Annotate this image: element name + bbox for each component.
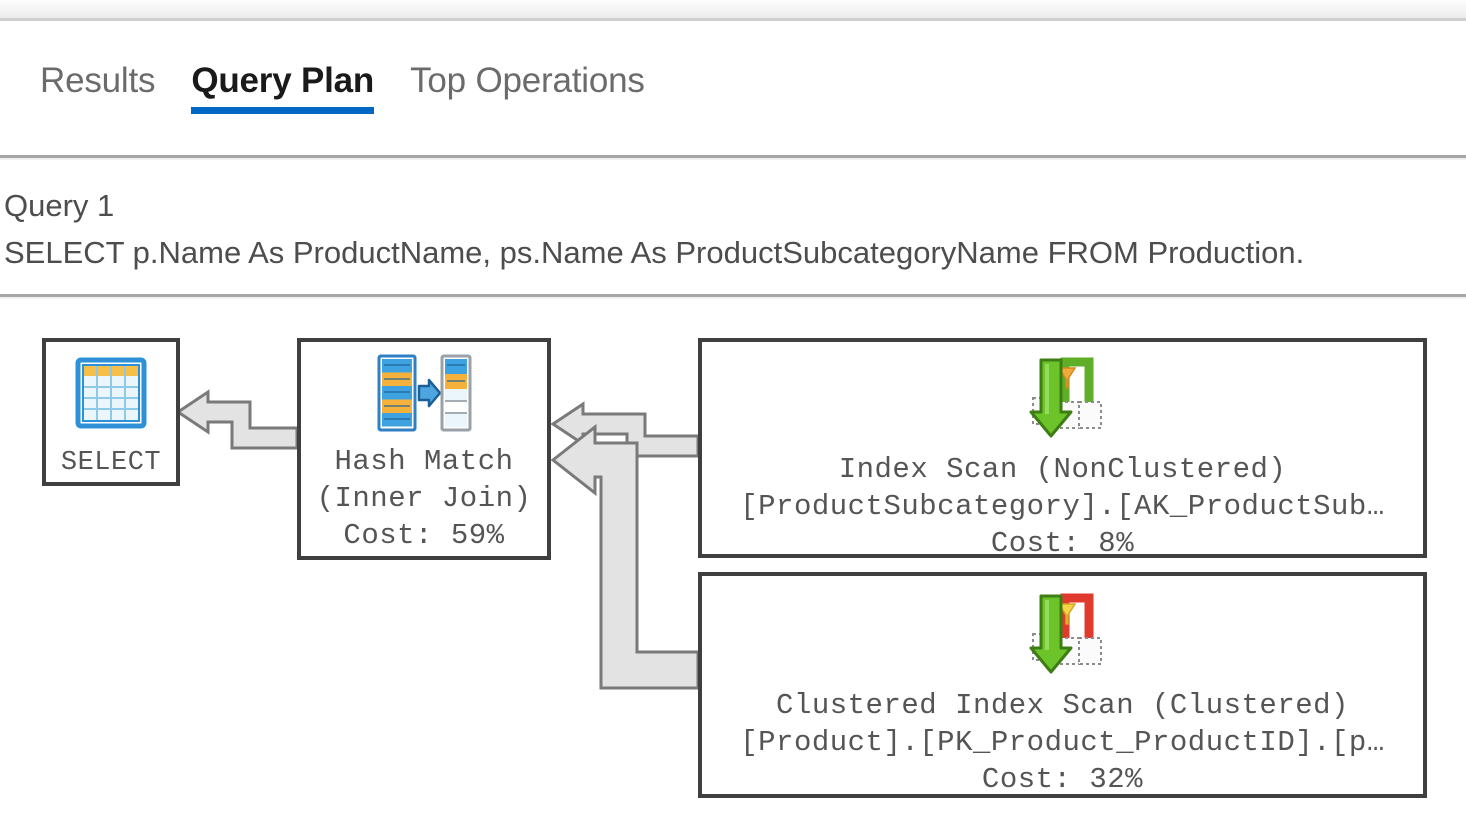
tab-query-plan-label: Query Plan: [191, 60, 375, 100]
clustered-index-scan-icon: [1015, 588, 1111, 683]
plan-node-clustered-index-scan-label: Clustered Index Scan (Clustered) [Produc…: [740, 687, 1385, 798]
plan-node-hash-match[interactable]: Hash Match (Inner Join) Cost: 59%: [297, 338, 551, 560]
plan-node-index-scan[interactable]: Index Scan (NonClustered) [ProductSubcat…: [698, 338, 1427, 560]
query-number-label: Query 1: [4, 188, 115, 223]
tab-top-operations-label: Top Operations: [410, 60, 645, 100]
tab-results-label: Results: [40, 60, 156, 100]
connector-indexscan-to-hashmatch: [550, 401, 700, 458]
tab-query-plan[interactable]: Query Plan: [191, 63, 374, 114]
node-operation-line: Hash Match: [334, 445, 514, 478]
plan-node-hash-match-label: Hash Match (Inner Join) Cost: 59%: [317, 443, 532, 554]
plan-node-select-label: SELECT: [61, 445, 161, 482]
index-scan-nonclustered-icon: [1015, 352, 1111, 447]
node-detail-line: (Inner Join): [316, 482, 532, 515]
tab-active-underline: [191, 106, 375, 114]
hash-match-icon: [374, 352, 474, 439]
node-line: SELECT: [60, 448, 162, 478]
node-cost-line: Cost: 32%: [981, 763, 1144, 796]
query-sql-text: SELECT p.Name As ProductName, ps.Name As…: [4, 235, 1305, 270]
execution-plan-canvas[interactable]: SELECT: [0, 300, 1466, 829]
node-operation-line: Index Scan (NonClustered): [838, 453, 1287, 486]
results-pane-tabs: Results Query Plan Top Operations: [0, 24, 1466, 152]
window-chrome-strip: [0, 0, 1466, 21]
tab-top-operations[interactable]: Top Operations: [410, 63, 645, 114]
tab-results[interactable]: Results: [40, 60, 156, 114]
divider-below-query: [0, 294, 1466, 297]
connector-clusteredscan-to-hashmatch: [550, 423, 700, 690]
node-cost-line: Cost: 8%: [990, 527, 1135, 560]
connector-hashmatch-to-select: [175, 389, 299, 450]
node-detail-line: [ProductSubcategory].[AK_ProductSub…: [740, 490, 1385, 523]
plan-node-index-scan-label: Index Scan (NonClustered) [ProductSubcat…: [740, 451, 1385, 562]
node-detail-line: [Product].[PK_Product_ProductID].[p…: [740, 726, 1385, 759]
node-cost-line: Cost: 59%: [343, 519, 505, 552]
divider-above-query: [0, 155, 1466, 158]
query-header: Query 1 SELECT p.Name As ProductName, ps…: [0, 182, 1466, 276]
result-grid-icon: [72, 354, 150, 437]
plan-node-select[interactable]: SELECT: [42, 338, 180, 486]
plan-node-clustered-index-scan[interactable]: Clustered Index Scan (Clustered) [Produc…: [698, 572, 1427, 798]
node-operation-line: Clustered Index Scan (Clustered): [776, 689, 1349, 722]
